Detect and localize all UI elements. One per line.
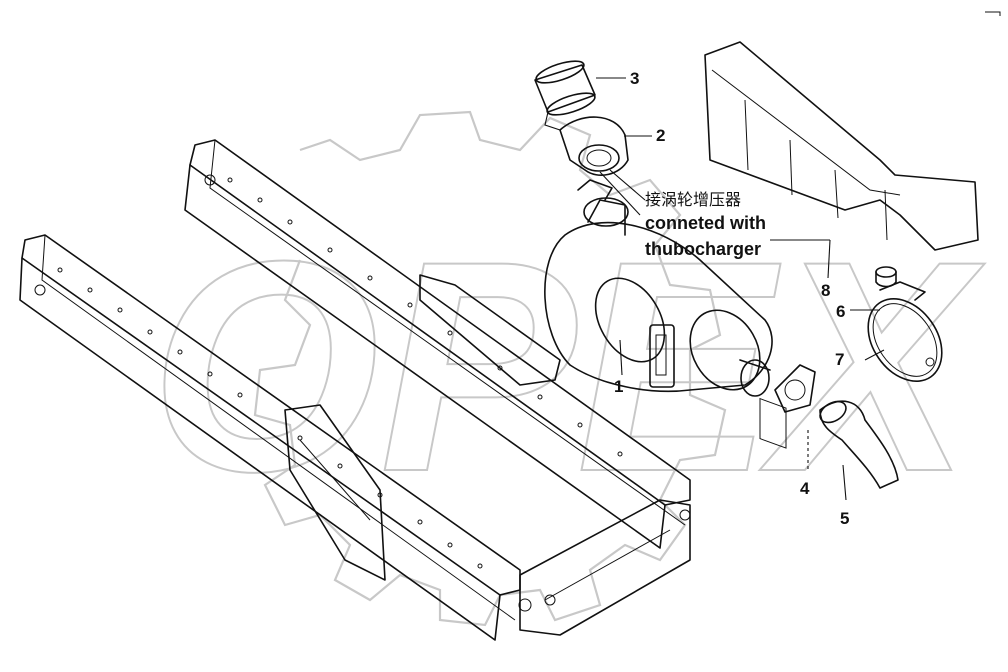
note-english-line2: thubocharger xyxy=(645,239,761,259)
hose-sleeve xyxy=(534,60,596,116)
watermark: OPEX xyxy=(149,110,986,627)
note-chinese: 接涡轮增压器 xyxy=(645,190,741,209)
strap-clamp xyxy=(867,281,943,382)
callout-1: 1 xyxy=(614,377,623,396)
callout-4: 4 xyxy=(800,479,810,498)
gasket-flange xyxy=(774,364,816,413)
chassis-frame xyxy=(19,139,691,641)
rubber-cap xyxy=(875,266,897,288)
note-english-line1: conneted with xyxy=(645,213,766,233)
tail-pipe xyxy=(819,400,899,489)
connection-note: 接涡轮增压器 conneted with thubocharger xyxy=(645,190,766,259)
callout-2: 2 xyxy=(656,126,665,145)
callout-5: 5 xyxy=(840,509,849,528)
watermark-gear xyxy=(253,110,727,627)
muffler xyxy=(544,179,773,397)
corner-mark xyxy=(985,11,1001,16)
callout-7: 7 xyxy=(835,350,844,369)
leader-lines xyxy=(544,77,885,501)
callout-3: 3 xyxy=(630,69,639,88)
callouts: 1 2 3 4 5 6 7 8 xyxy=(614,69,849,528)
elbow-clamp xyxy=(559,116,629,176)
callout-6: 6 xyxy=(836,302,845,321)
watermark-text: OPEX xyxy=(150,198,985,534)
callout-8: 8 xyxy=(821,281,830,300)
heat-shield xyxy=(704,41,979,449)
